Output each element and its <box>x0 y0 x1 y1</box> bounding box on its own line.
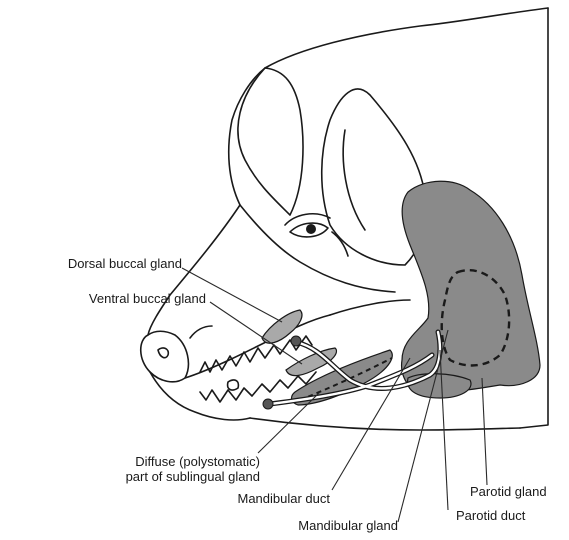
face-side-line <box>240 205 395 292</box>
snout-wrinkle <box>190 326 212 338</box>
label-dorsal-buccal-gland: Dorsal buccal gland <box>8 256 182 271</box>
leader-parotid-gland <box>482 378 487 485</box>
far-ear-outline <box>238 68 303 215</box>
label-ventral-buccal-gland: Ventral buccal gland <box>20 291 206 306</box>
snout-lower <box>150 372 250 420</box>
ear-inner-line <box>343 130 365 230</box>
label-parotid-duct: Parotid duct <box>456 508 525 523</box>
snout-disc <box>141 331 189 382</box>
label-mandibular-gland: Mandibular gland <box>240 518 398 533</box>
cheek-contour <box>330 300 410 315</box>
label-mandibular-duct: Mandibular duct <box>180 491 330 506</box>
label-parotid-gland: Parotid gland <box>470 484 547 499</box>
head-top-outline <box>265 8 548 68</box>
eye-pupil <box>306 224 316 234</box>
forehead-outline <box>229 68 265 205</box>
parotid-lower-lobe <box>408 374 471 398</box>
tusk <box>228 380 239 390</box>
mandibular-duct-opening <box>263 399 273 409</box>
label-sublingual-line-2: part of sublingual gland <box>70 469 260 484</box>
label-sublingual-line-1: Diffuse (polystomatic) <box>80 454 260 469</box>
nostril <box>158 348 168 358</box>
parotid-duct-opening <box>291 336 301 346</box>
jaw-outline <box>250 418 520 430</box>
